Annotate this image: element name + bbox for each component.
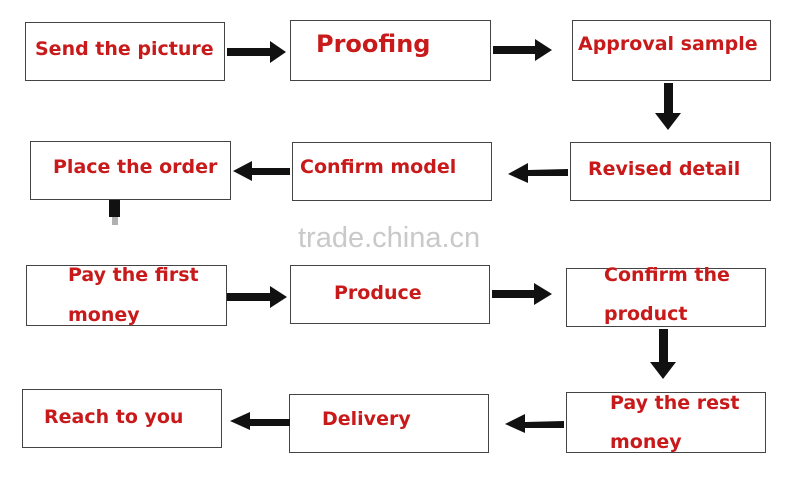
step-box-approval-sample (572, 20, 771, 81)
step-box-reach-you (22, 389, 222, 448)
step-label-reach-you: Reach to you (44, 406, 184, 428)
arrow-delivery-to-reach (230, 412, 290, 430)
step-label-confirm-product-line1: Confirm the (604, 264, 730, 286)
step-label-pay-rest-line1: Pay the rest (610, 392, 740, 414)
arrow-confirm-product-to-pay-rest (650, 329, 676, 379)
arrow-proofing-to-approval (493, 39, 552, 61)
step-box-revised-detail (570, 142, 771, 201)
step-label-pay-rest-line2: money (610, 431, 682, 453)
arrow-send-to-proofing (227, 41, 286, 63)
step-label-pay-first-line1: Pay the first (68, 264, 199, 286)
step-label-revised-detail: Revised detail (588, 158, 741, 180)
step-box-pay-rest-money (566, 392, 766, 453)
arrow-revised-to-confirm-model (508, 163, 568, 183)
arrow-confirm-model-to-order (233, 161, 290, 181)
arrow-pay-rest-to-delivery (505, 414, 564, 433)
step-label-confirm-product-line2: product (604, 303, 688, 325)
step-box-confirm-product (566, 268, 766, 327)
step-label-confirm-model: Confirm model (300, 156, 457, 178)
step-label-produce: Produce (334, 282, 422, 304)
watermark-text: trade.china.cn (298, 222, 481, 254)
step-box-proofing (290, 20, 491, 81)
step-label-place-order: Place the order (53, 156, 218, 178)
step-label-pay-first-line2: money (68, 304, 140, 326)
step-label-approval-sample: Approval sample (578, 33, 758, 55)
step-label-proofing: Proofing (316, 30, 431, 58)
arrow-approval-to-revised (655, 83, 681, 130)
step-box-send-picture (25, 22, 225, 81)
step-box-confirm-model (292, 142, 492, 201)
arrow-produce-to-confirm-product (492, 283, 552, 305)
step-box-delivery (289, 394, 489, 453)
step-label-delivery: Delivery (322, 408, 411, 430)
arrow-order-down-stub (109, 200, 120, 217)
step-label-send-picture: Send the picture (35, 38, 214, 60)
step-box-place-order (30, 141, 231, 200)
step-box-produce (290, 265, 490, 324)
step-box-pay-first-money (26, 265, 227, 326)
arrow-pay-first-to-produce (227, 286, 287, 308)
